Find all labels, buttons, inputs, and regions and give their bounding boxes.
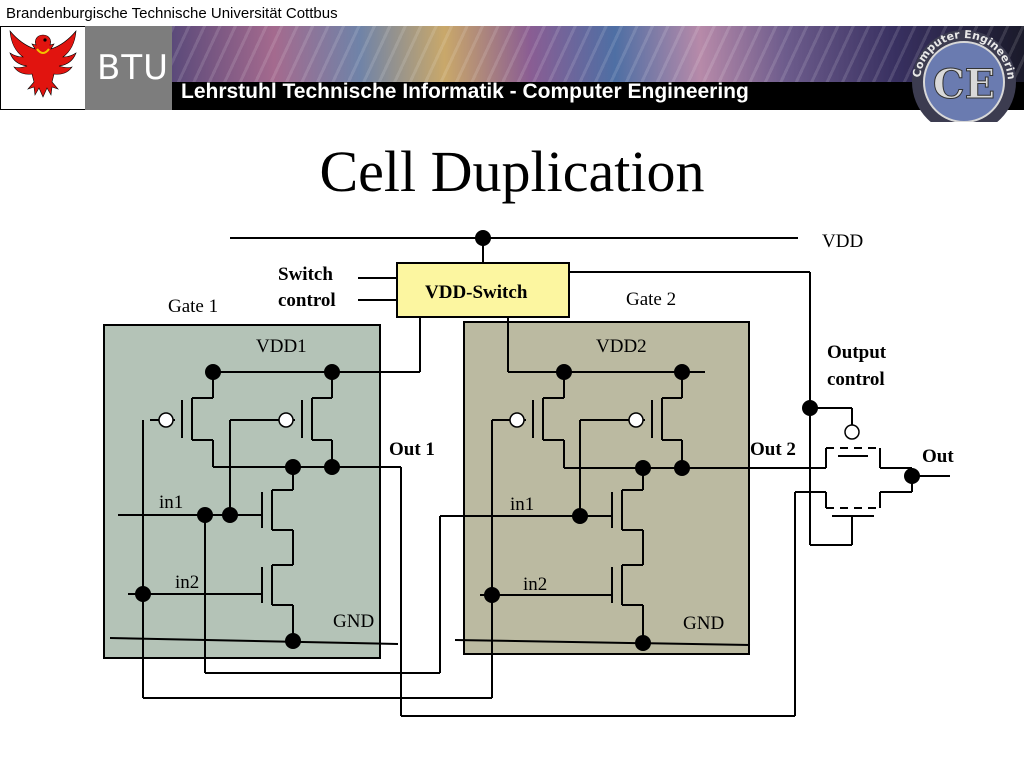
gate1-in1-label: in1: [159, 492, 183, 513]
header-banner: BTU Lehrstuhl Technische Informatik - Co…: [0, 26, 1024, 122]
btu-logo-panel: [85, 26, 172, 110]
chip-die-photo: [172, 26, 1024, 82]
inversion-bubbles: [158, 412, 860, 440]
brandenburg-eagle-crest: [1, 27, 85, 109]
gate2-in1-label: in1: [510, 494, 534, 515]
gate1-gnd-label: GND: [333, 611, 374, 632]
gate1-in2-label: in2: [175, 572, 199, 593]
gate1-label: Gate 1: [168, 296, 218, 317]
vdd2-label: VDD2: [596, 336, 647, 357]
vdd-switch-box: [396, 262, 570, 318]
gate2-gnd-label: GND: [683, 613, 724, 634]
btu-logo-text: BTU: [97, 48, 169, 88]
chip-die-texture: [172, 26, 1024, 82]
gate2-label: Gate 2: [626, 289, 676, 310]
output-control-label-2: control: [827, 369, 885, 390]
gate1-box: [103, 324, 381, 659]
gate2-box: [463, 321, 750, 655]
vdd-switch-label: VDD-Switch: [425, 282, 528, 303]
eagle-icon: [9, 30, 77, 98]
vdd1-label: VDD1: [256, 336, 307, 357]
out1-label: Out 1: [389, 439, 435, 460]
vdd-switch-outputs: [213, 317, 705, 373]
switch-control-label-1: Switch: [278, 264, 333, 285]
logo-initials: CE: [933, 61, 995, 108]
out2-label: Out 2: [750, 439, 796, 460]
computer-engineering-logo: Computer Engineering Dept. CE: [904, 26, 1018, 122]
logo-disc: [923, 41, 1005, 122]
switch-control-lines: [358, 277, 397, 301]
university-name: Brandenburgische Technische Universität …: [6, 5, 338, 22]
out-label: Out: [922, 446, 954, 467]
output-control-label-1: Output: [827, 342, 887, 363]
gate1-circuit: [109, 372, 795, 717]
gate2-in2-label: in2: [523, 574, 547, 595]
chair-title: Lehrstuhl Technische Informatik - Comput…: [181, 80, 749, 103]
slide-title: Cell Duplication: [319, 139, 705, 204]
vdd-label: VDD: [822, 231, 863, 252]
junction-dots: [135, 230, 920, 651]
switch-control-label-2: control: [278, 290, 336, 311]
